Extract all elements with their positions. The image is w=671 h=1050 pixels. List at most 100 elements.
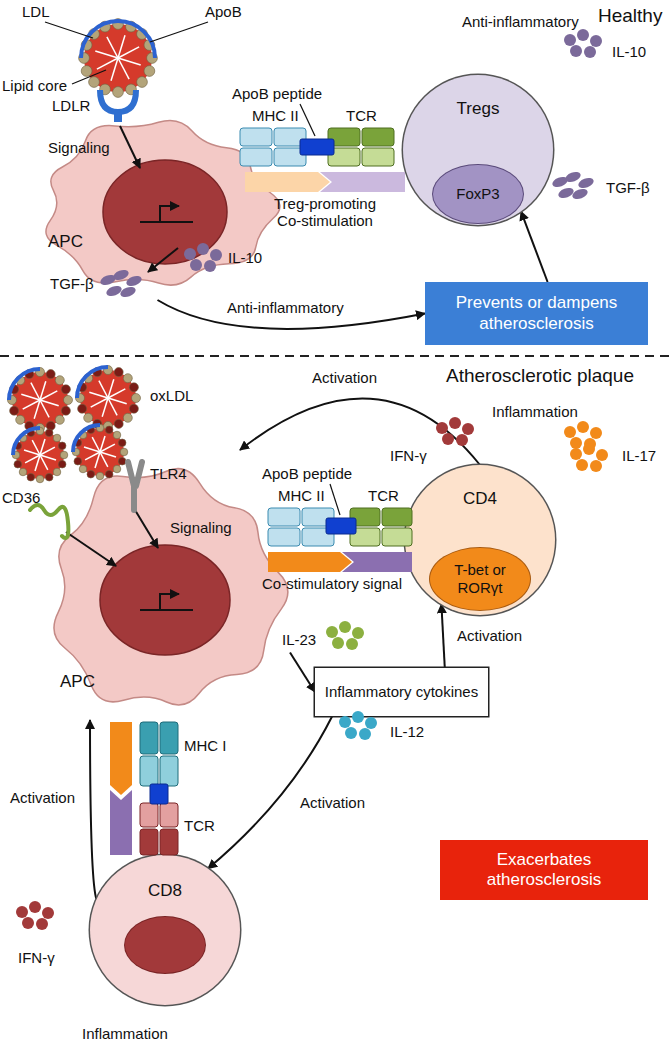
rect-shape	[240, 128, 272, 146]
line-shape	[40, 391, 57, 400]
circle-shape	[55, 376, 64, 385]
rect-shape	[302, 508, 334, 526]
line-shape	[100, 444, 115, 452]
circle-shape	[144, 40, 155, 51]
line-shape	[100, 436, 105, 452]
edge-label: Activation	[8, 790, 77, 807]
line-shape	[45, 22, 93, 38]
line-shape	[111, 58, 118, 81]
circle-shape	[326, 626, 338, 638]
circle-shape	[45, 473, 53, 481]
connector-arrow	[208, 716, 332, 869]
line-shape	[23, 400, 40, 409]
rect-shape	[140, 803, 158, 827]
circle-shape	[190, 259, 202, 271]
circle-shape	[584, 46, 596, 58]
circle-shape	[27, 429, 35, 437]
path-shape	[128, 462, 142, 510]
circle-shape	[583, 443, 595, 455]
circle-shape	[147, 53, 158, 64]
line-shape	[135, 510, 158, 548]
circle-shape	[113, 87, 124, 98]
circle-shape	[36, 368, 45, 377]
circle-shape	[81, 40, 92, 51]
polygon-shape	[110, 790, 132, 855]
rect-shape	[160, 756, 178, 786]
circle-shape	[144, 66, 155, 77]
circle-shape	[96, 424, 104, 432]
circle-shape	[87, 426, 95, 434]
line-shape	[108, 389, 125, 398]
circle-shape	[45, 429, 53, 437]
circle-shape	[210, 249, 222, 261]
path-shape	[30, 505, 68, 538]
ellipse-shape	[577, 176, 595, 190]
line-shape	[118, 47, 139, 58]
circle-shape	[126, 84, 137, 95]
line-shape	[95, 51, 118, 58]
circle-shape	[346, 638, 358, 650]
node-label: Exacerbates atherosclerosis	[440, 850, 648, 891]
circle-shape	[79, 465, 87, 473]
circle-shape	[36, 475, 44, 483]
circle-shape	[105, 470, 113, 478]
part-label: Inflammation	[492, 404, 578, 421]
ellipse-shape	[564, 170, 582, 184]
part-label: IFN-γ	[18, 950, 55, 967]
part-label: TCR	[184, 818, 215, 835]
part-label: TGF-β	[50, 276, 94, 293]
line-shape	[108, 398, 117, 415]
outcome-box: Prevents or dampens atherosclerosis	[425, 282, 648, 345]
circle-shape	[114, 419, 123, 428]
rect-shape	[160, 803, 178, 827]
circle-shape	[53, 468, 61, 476]
line-shape	[100, 452, 116, 457]
circle-shape	[104, 422, 113, 431]
part-label: Lipid core	[2, 78, 67, 95]
circle-shape	[96, 472, 104, 480]
line-shape	[85, 452, 100, 460]
circle-shape	[123, 413, 132, 422]
line-shape	[300, 104, 315, 136]
rect-shape	[328, 128, 360, 146]
path-shape	[73, 425, 100, 452]
line-shape	[31, 383, 40, 400]
node-label: Tregs	[403, 99, 553, 119]
section-heading: Atherosclerotic plaque	[446, 366, 634, 387]
circle-shape	[339, 621, 351, 633]
circle-shape	[352, 711, 364, 723]
circle-shape	[58, 460, 66, 468]
circle-shape	[590, 427, 602, 439]
line-shape	[118, 58, 141, 65]
circle-shape	[16, 906, 28, 918]
circle-shape	[570, 448, 582, 460]
connector-arrow	[90, 720, 97, 900]
node-label: FoxP3	[448, 185, 507, 203]
polygon-shape	[268, 552, 352, 572]
circle-shape	[76, 428, 124, 476]
circle-shape	[79, 431, 87, 439]
circle-shape	[10, 406, 19, 415]
ellipse-shape	[125, 274, 143, 288]
part-label: IFN-γ	[390, 448, 427, 465]
cd4-cell: CD4T-bet or RORγt	[405, 465, 555, 615]
circle-shape	[93, 368, 102, 377]
line-shape	[40, 400, 59, 406]
node-label: CD8	[90, 881, 240, 901]
nucleus-transcription: T-bet or RORγt	[430, 548, 530, 610]
circle-shape	[365, 717, 377, 729]
path-shape	[46, 120, 280, 285]
edge-label: Activation	[455, 628, 524, 645]
part-label: ApoB	[205, 4, 242, 21]
circle-shape	[22, 917, 34, 929]
circle-shape	[55, 415, 64, 424]
line-shape	[84, 447, 100, 452]
circle-shape	[436, 422, 448, 434]
line-shape	[21, 394, 40, 400]
line-shape	[40, 400, 49, 417]
line-shape	[108, 379, 114, 398]
node-label: APC	[60, 672, 95, 692]
part-label: Treg-promoting Co-stimulation	[260, 196, 390, 229]
line-shape	[66, 532, 116, 566]
